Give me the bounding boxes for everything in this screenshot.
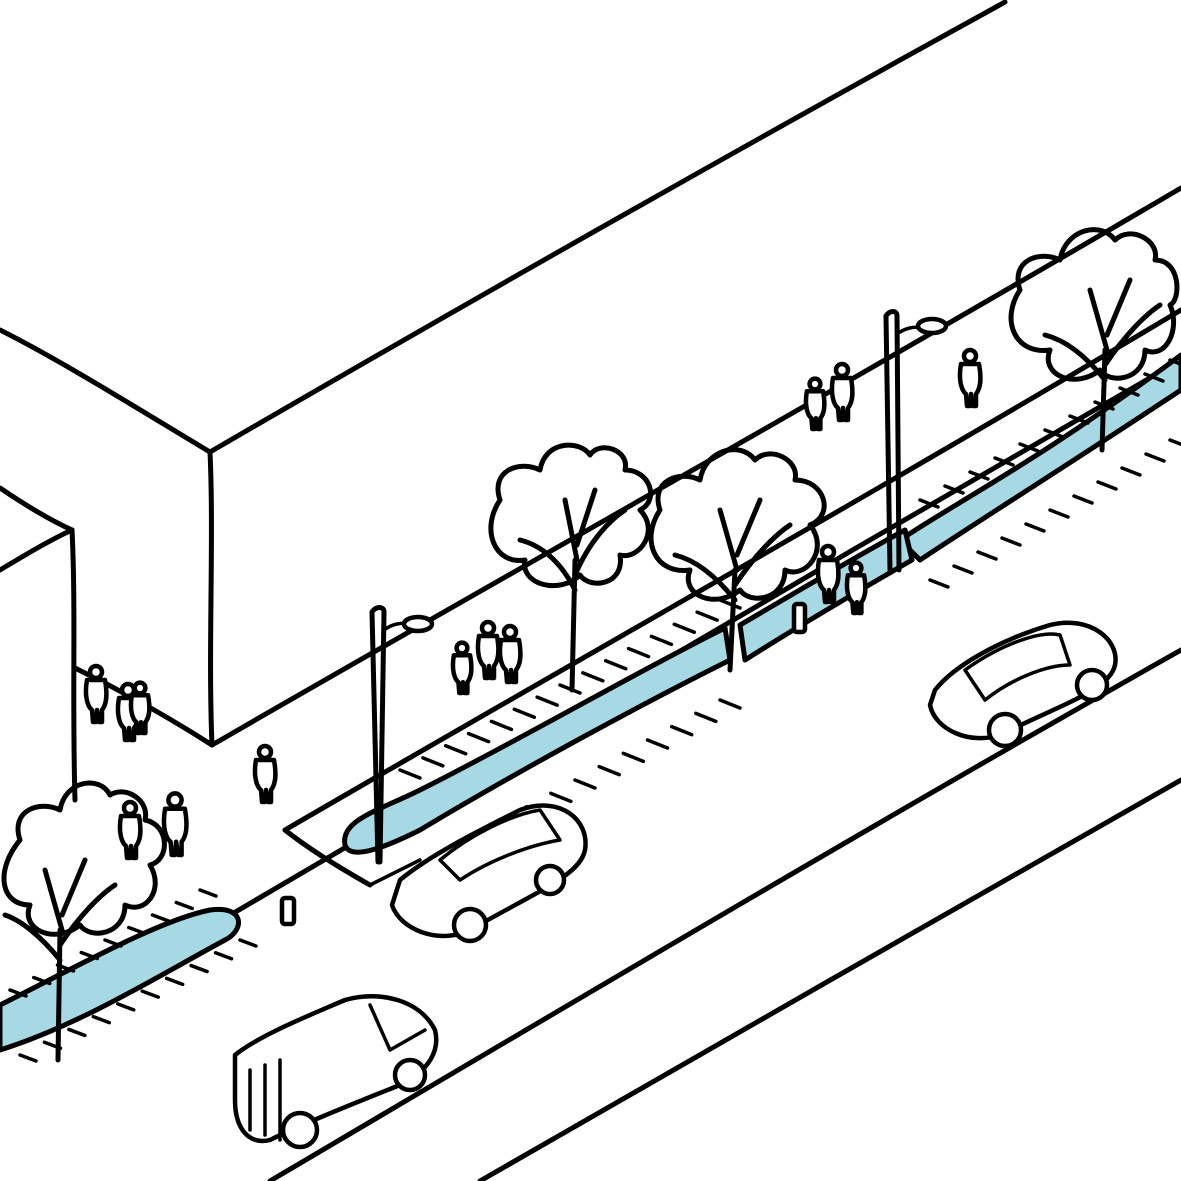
paver-stripe <box>672 622 697 635</box>
paver-stripe <box>164 976 185 987</box>
paver-stripe <box>603 658 628 671</box>
paver-stripe <box>968 470 990 481</box>
pedestrian <box>844 560 868 616</box>
paver-stripe <box>198 888 218 898</box>
paver-stripe <box>535 695 559 707</box>
paver-stripe <box>976 550 998 561</box>
paver-stripe <box>928 578 950 589</box>
paver-stripe <box>140 989 160 999</box>
paver-stripe <box>694 711 718 724</box>
paver-stripe <box>1168 438 1181 447</box>
paver-stripe <box>1168 358 1181 367</box>
paver-stripe <box>573 778 597 790</box>
paver-stripe <box>103 938 123 948</box>
sidewalk-edge-upper <box>282 307 1181 833</box>
paver-stripe <box>443 743 468 756</box>
paver-stripe <box>8 988 28 998</box>
left-building-roof <box>0 485 75 533</box>
streetlight-right <box>883 309 949 573</box>
paver-stripe <box>581 671 605 683</box>
pedestrian <box>497 623 523 685</box>
paver-stripe <box>718 698 742 710</box>
curb-short <box>368 858 422 887</box>
bollard <box>791 601 808 635</box>
paver-stripe <box>421 756 445 768</box>
paver-stripe <box>1068 414 1090 425</box>
paver-stripe <box>150 913 171 923</box>
paver-stripe <box>1043 428 1065 439</box>
bioswale-middle <box>342 625 733 855</box>
paver-stripe <box>645 738 670 750</box>
paver-stripe <box>649 634 674 647</box>
paver-stripe <box>18 1053 38 1063</box>
paver-stripe <box>918 498 940 509</box>
cross-street-edge <box>282 827 373 888</box>
pedestrian <box>475 619 501 681</box>
left-building-corner <box>69 527 78 803</box>
pedestrian <box>957 347 983 409</box>
far-sidewalk-line <box>477 777 1181 1181</box>
paver-stripe <box>695 610 719 622</box>
pedestrian <box>803 376 827 432</box>
paver-stripe <box>1096 480 1118 491</box>
paver-stripe <box>549 791 573 804</box>
car-lower-van <box>232 994 439 1150</box>
paver-stripe <box>1072 494 1094 505</box>
building-roof-left-edge <box>0 327 213 455</box>
paver-stripe <box>116 1002 136 1012</box>
road-edge-lower <box>267 647 1181 1181</box>
paver-stripe <box>489 719 514 732</box>
paver-stripe <box>67 1027 87 1038</box>
paver-stripe <box>238 938 258 948</box>
pedestrian <box>829 361 855 423</box>
paver-stripe <box>1144 452 1166 463</box>
paver-stripe <box>1048 508 1070 519</box>
paver-stripe <box>952 564 974 575</box>
pedestrian <box>83 663 109 725</box>
pedestrian <box>450 640 474 696</box>
paver-stripe <box>993 456 1015 467</box>
pedestrian <box>117 799 143 861</box>
paver-stripe <box>1143 372 1165 383</box>
paver-stripe <box>669 724 694 737</box>
building-corner-edge <box>207 449 215 748</box>
paver-stripe <box>626 646 651 659</box>
paver-stripe <box>943 484 965 495</box>
building-roofline <box>207 0 1008 455</box>
paver-stripe <box>1120 466 1142 477</box>
streetlight-left <box>369 605 435 865</box>
paver-stripe <box>91 1014 112 1025</box>
paver-stripe <box>718 598 742 610</box>
pedestrian <box>815 543 841 605</box>
paver-stripe <box>1018 442 1040 453</box>
paver-stripe <box>213 951 234 961</box>
bollards <box>279 601 808 927</box>
paver-stripe <box>1000 536 1022 547</box>
paver-stripe <box>32 975 52 986</box>
paver-stripe <box>127 925 147 936</box>
pedestrians <box>83 347 983 861</box>
paver-stripe <box>466 731 491 744</box>
paver-stripe <box>512 707 537 720</box>
left-building-roof-2 <box>0 527 75 573</box>
tree-center <box>648 447 827 673</box>
paver-stripe <box>174 900 194 911</box>
pedestrian <box>161 791 189 858</box>
car-right <box>927 620 1118 749</box>
tree-center-left <box>488 442 654 693</box>
paver-stripe <box>79 950 99 961</box>
car-middle <box>389 803 588 944</box>
paver-stripe <box>1118 386 1140 397</box>
bollard <box>279 895 297 927</box>
tree-left <box>1 780 167 1063</box>
pedestrian <box>128 680 152 736</box>
tree-right <box>1008 227 1180 453</box>
paver-stripe <box>621 751 646 764</box>
paver-stripe <box>189 963 209 974</box>
paver-stripe <box>597 764 621 777</box>
paver-stripe <box>1024 522 1046 533</box>
paver-stripe <box>398 768 422 780</box>
pedestrian <box>252 743 278 805</box>
